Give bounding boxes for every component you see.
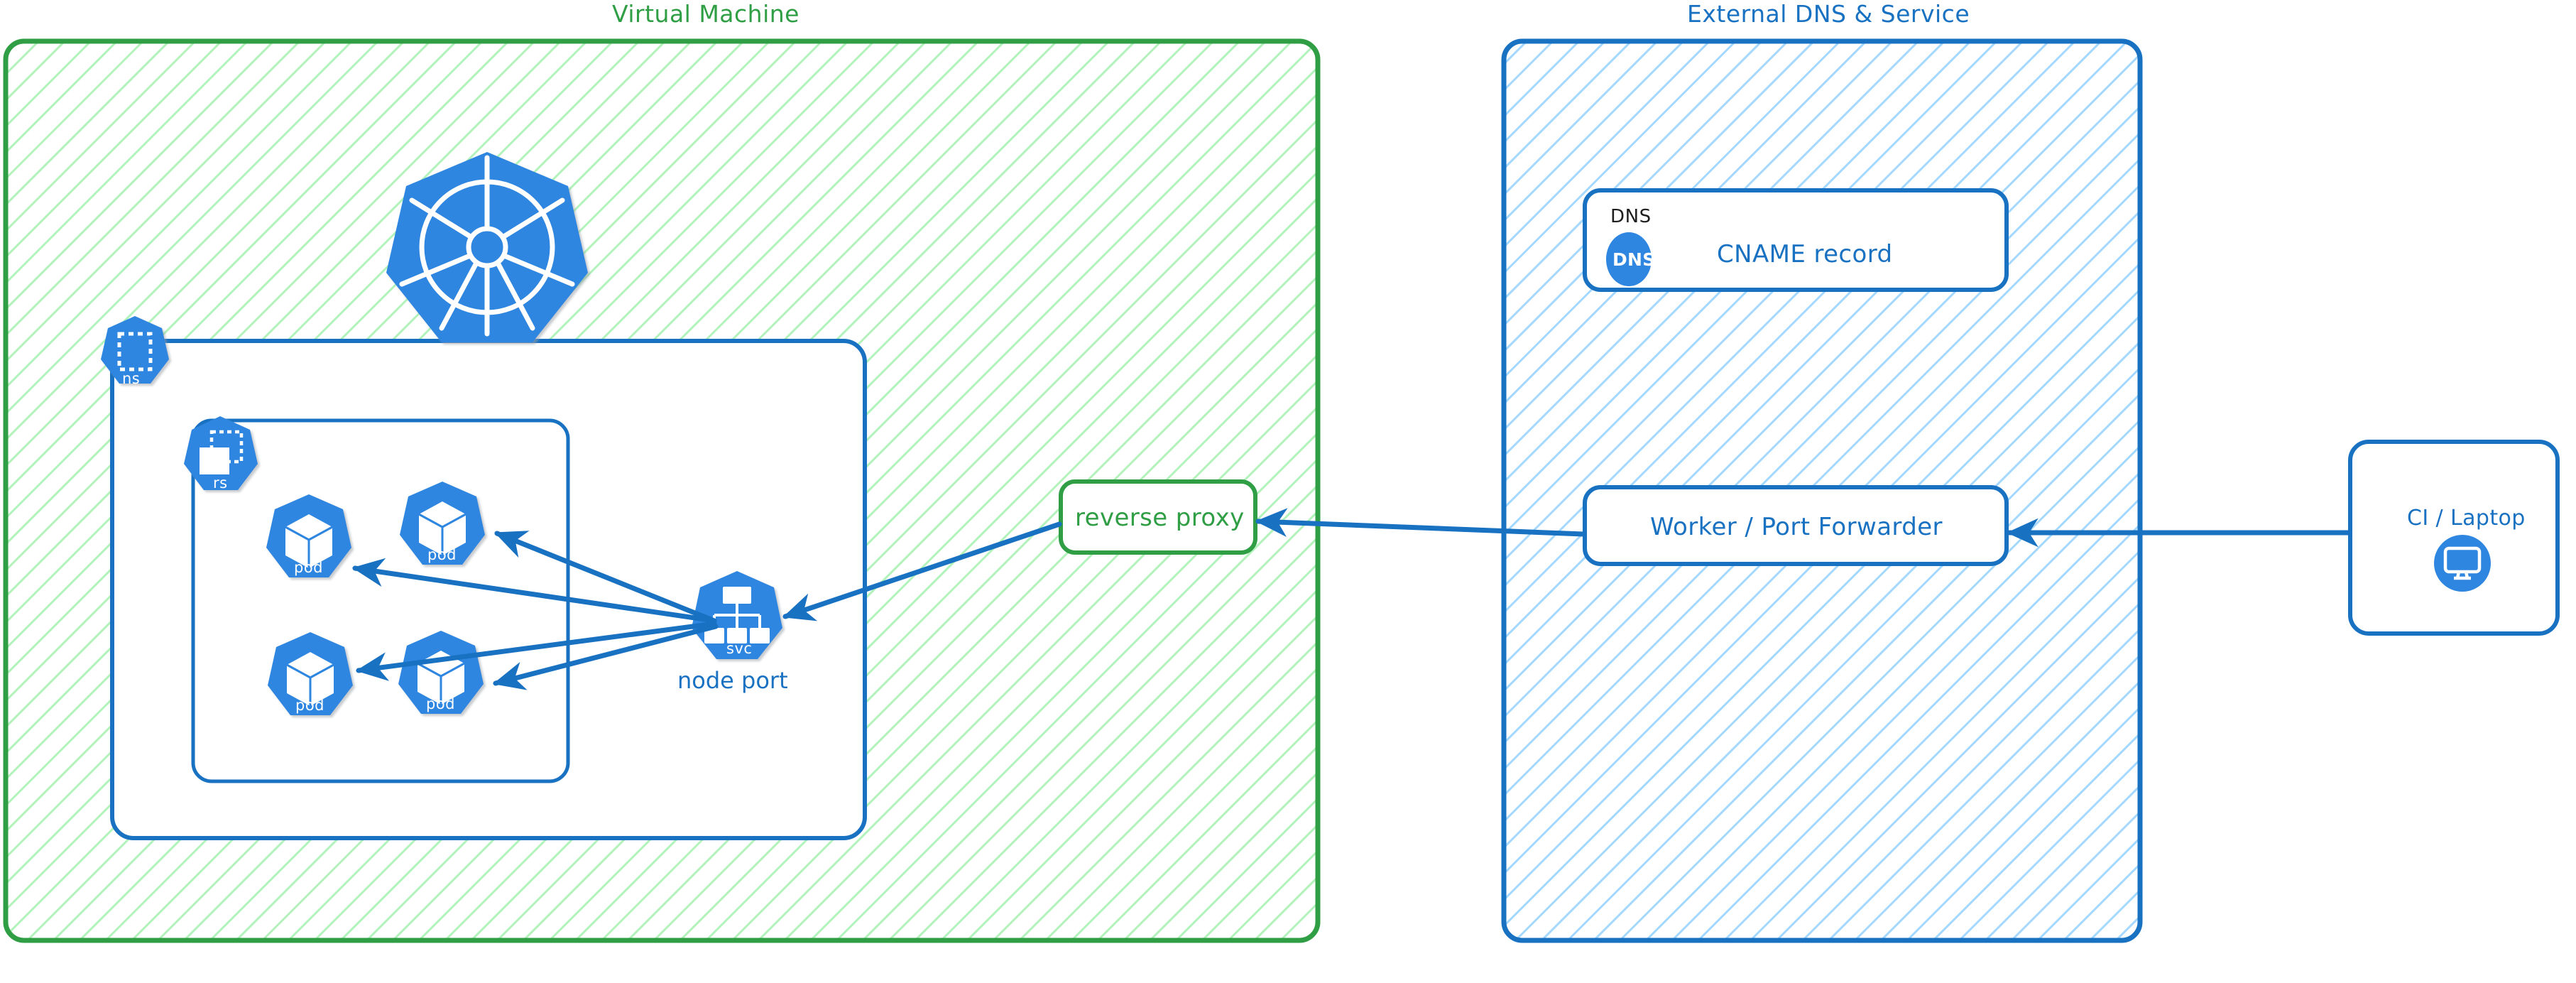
edge-service-to-pod-4: [493, 624, 719, 690]
edge-service-to-pod-1: [351, 558, 717, 624]
desktop-monitor-icon: [2434, 535, 2491, 592]
namespace-icon-label: ns: [122, 370, 141, 387]
replicaset-icon-label: rs: [213, 474, 228, 492]
pod-3-label: pod: [295, 697, 325, 714]
edge-reverse-proxy-to-service: [782, 521, 1062, 621]
node-port-caption: node port: [677, 667, 788, 694]
kubernetes-service-icon: [692, 571, 782, 659]
edge-service-to-pod-3: [355, 621, 717, 681]
dns-card[interactable]: [1583, 188, 2009, 292]
service-icon-label: svc: [726, 640, 753, 657]
group-title-virtual-machine: Virtual Machine: [612, 0, 799, 28]
pod-2-label: pod: [427, 546, 457, 563]
dns-kind-label: DNS: [1610, 206, 1652, 227]
group-title-external-dns-service: External DNS & Service: [1687, 0, 1970, 28]
kubernetes-logo: [386, 152, 588, 342]
cname-record-label: CNAME record: [1717, 240, 1893, 268]
pod-1-label: pod: [294, 559, 324, 576]
reverse-proxy-label[interactable]: reverse proxy: [1075, 504, 1245, 532]
pod-4-label: pod: [426, 695, 456, 712]
kubernetes-pod-icon-group: [266, 482, 485, 715]
dns-badge-icon: [1606, 232, 1652, 286]
worker-port-forwarder-label[interactable]: Worker / Port Forwarder: [1650, 513, 1943, 541]
dns-badge-label: DNS: [1612, 249, 1656, 270]
kubernetes-namespace-icon: [101, 316, 169, 384]
kubernetes-replicaset-icon: [184, 416, 258, 490]
edge-group: [351, 508, 2352, 690]
ci-laptop-label: CI / Laptop: [2407, 506, 2526, 531]
edge-service-to-pod-2: [494, 531, 717, 624]
edge-worker-to-reverse-proxy: [1255, 508, 1586, 538]
